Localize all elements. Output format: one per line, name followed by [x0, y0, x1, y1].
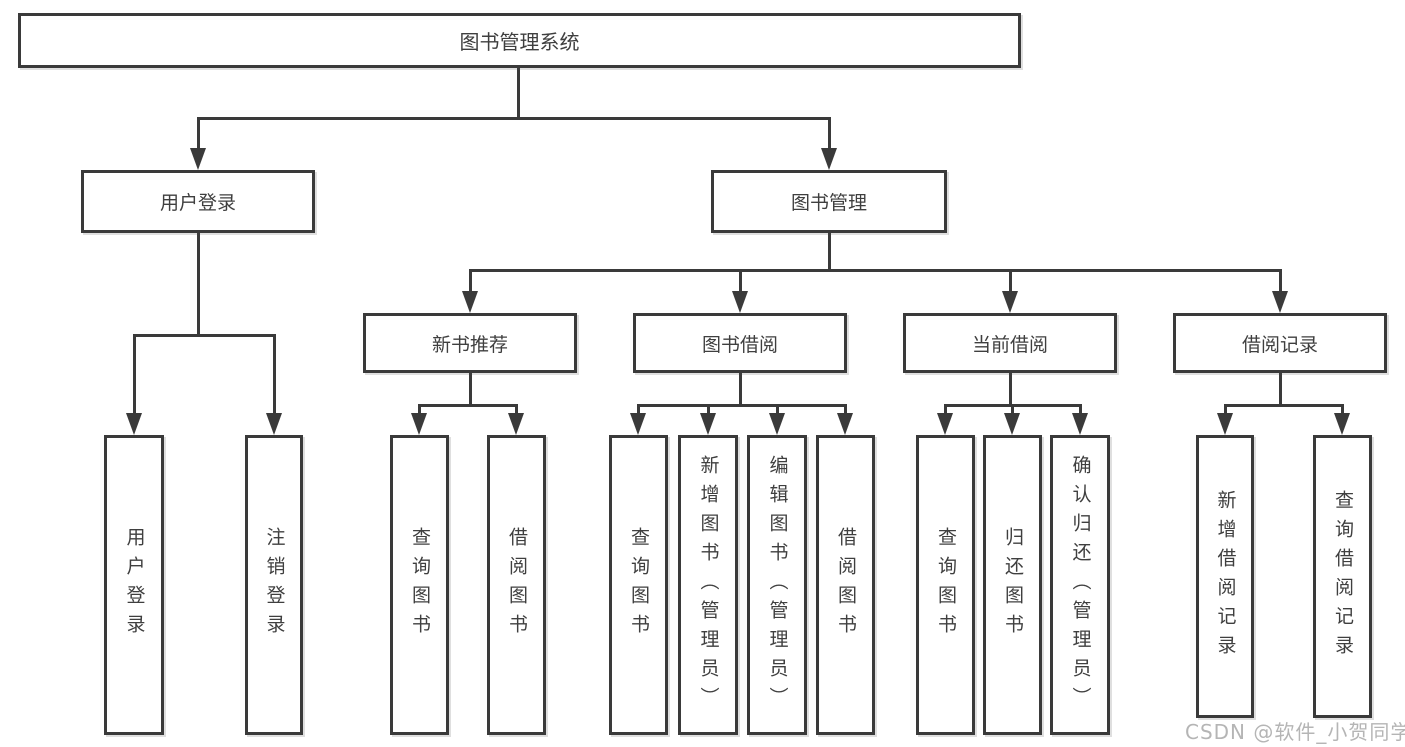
- arrowhead-icon: [1272, 291, 1288, 313]
- node-label: 查询图书: [935, 527, 957, 643]
- arrowhead-icon: [126, 413, 142, 435]
- connector-line: [739, 371, 742, 407]
- node-label: 确认归还（管理员）: [1069, 454, 1092, 716]
- node-label: 图书借阅: [701, 333, 778, 356]
- connector-line: [469, 371, 472, 407]
- node-borrowing-records: 借阅记录: [1173, 313, 1387, 373]
- connector-line: [133, 334, 276, 337]
- node-label: 用户登录: [123, 527, 146, 643]
- arrowhead-icon: [732, 291, 748, 313]
- node-book-management: 图书管理: [711, 170, 947, 233]
- arrowhead-icon: [190, 148, 206, 170]
- connector-line: [637, 404, 847, 407]
- arrowhead-icon: [266, 413, 282, 435]
- node-label: 查询图书: [628, 527, 650, 643]
- arrowhead-icon: [1334, 413, 1350, 435]
- node-leaf-query-borrow-record: 查询借阅记录: [1313, 435, 1372, 718]
- connector-line: [944, 404, 1082, 407]
- connector-line: [739, 269, 742, 302]
- node-leaf-borrow-books-2: 借阅图书: [816, 435, 875, 735]
- node-book-borrowing: 图书借阅: [633, 313, 847, 373]
- connector-line: [197, 117, 831, 120]
- node-leaf-confirm-return-admin: 确认归还（管理员）: [1050, 435, 1110, 735]
- connector-line: [197, 117, 200, 158]
- node-label: 图书管理: [790, 192, 867, 214]
- connector-line: [1279, 371, 1282, 407]
- node-leaf-logout: 注销登录: [245, 435, 303, 735]
- node-current-borrowing: 当前借阅: [903, 313, 1117, 373]
- node-label: 图书管理系统: [459, 30, 580, 54]
- connector-line: [1279, 269, 1282, 302]
- node-label: 借阅记录: [1241, 333, 1318, 356]
- node-library-management-system: 图书管理系统: [18, 13, 1021, 68]
- connector-line: [1009, 269, 1012, 302]
- connector-line: [418, 404, 518, 407]
- node-label: 注销登录: [263, 527, 286, 643]
- node-label: 新增图书（管理员）: [697, 454, 720, 716]
- node-leaf-query-books-3: 查询图书: [916, 435, 975, 735]
- node-leaf-borrow-books-1: 借阅图书: [487, 435, 546, 735]
- connector-line: [273, 334, 276, 426]
- node-label: 新书推荐: [431, 333, 508, 356]
- arrowhead-icon: [1217, 413, 1233, 435]
- node-label: 借阅图书: [835, 527, 857, 643]
- arrowhead-icon: [630, 413, 646, 435]
- node-label: 查询借阅记录: [1332, 489, 1354, 664]
- connector-line: [828, 231, 831, 272]
- arrowhead-icon: [1072, 413, 1088, 435]
- node-label: 归还图书: [1002, 527, 1024, 643]
- node-leaf-user-login: 用户登录: [104, 435, 164, 735]
- node-leaf-query-books-1: 查询图书: [390, 435, 449, 735]
- arrowhead-icon: [700, 413, 716, 435]
- connector-line: [1009, 371, 1012, 407]
- arrowhead-icon: [937, 413, 953, 435]
- arrowhead-icon: [821, 148, 837, 170]
- connector-line: [828, 117, 831, 158]
- node-label: 用户登录: [159, 192, 236, 214]
- node-leaf-query-books-2: 查询图书: [609, 435, 668, 735]
- node-label: 借阅图书: [506, 527, 528, 643]
- csdn-watermark: CSDN @软件_小贺同学: [1185, 720, 1405, 744]
- connector-line: [197, 231, 200, 337]
- connector-line: [469, 269, 1282, 272]
- node-label: 查询图书: [409, 527, 431, 643]
- arrowhead-icon: [411, 413, 427, 435]
- connector-line: [1224, 404, 1344, 407]
- arrowhead-icon: [1002, 291, 1018, 313]
- connector-line: [517, 66, 520, 119]
- node-user-login: 用户登录: [81, 170, 315, 233]
- arrowhead-icon: [769, 413, 785, 435]
- node-leaf-add-book-admin: 新增图书（管理员）: [678, 435, 738, 735]
- node-leaf-add-borrow-record: 新增借阅记录: [1196, 435, 1254, 718]
- arrowhead-icon: [837, 413, 853, 435]
- node-new-book-recommendation: 新书推荐: [363, 313, 577, 373]
- node-label: 当前借阅: [971, 333, 1048, 356]
- arrowhead-icon: [508, 413, 524, 435]
- arrowhead-icon: [462, 291, 478, 313]
- arrowhead-icon: [1004, 413, 1020, 435]
- node-label: 新增借阅记录: [1214, 489, 1237, 664]
- connector-line: [469, 269, 472, 302]
- connector-line: [133, 334, 136, 426]
- node-leaf-return-book: 归还图书: [983, 435, 1042, 735]
- node-label: 编辑图书（管理员）: [766, 454, 789, 716]
- node-leaf-edit-book-admin: 编辑图书（管理员）: [747, 435, 807, 735]
